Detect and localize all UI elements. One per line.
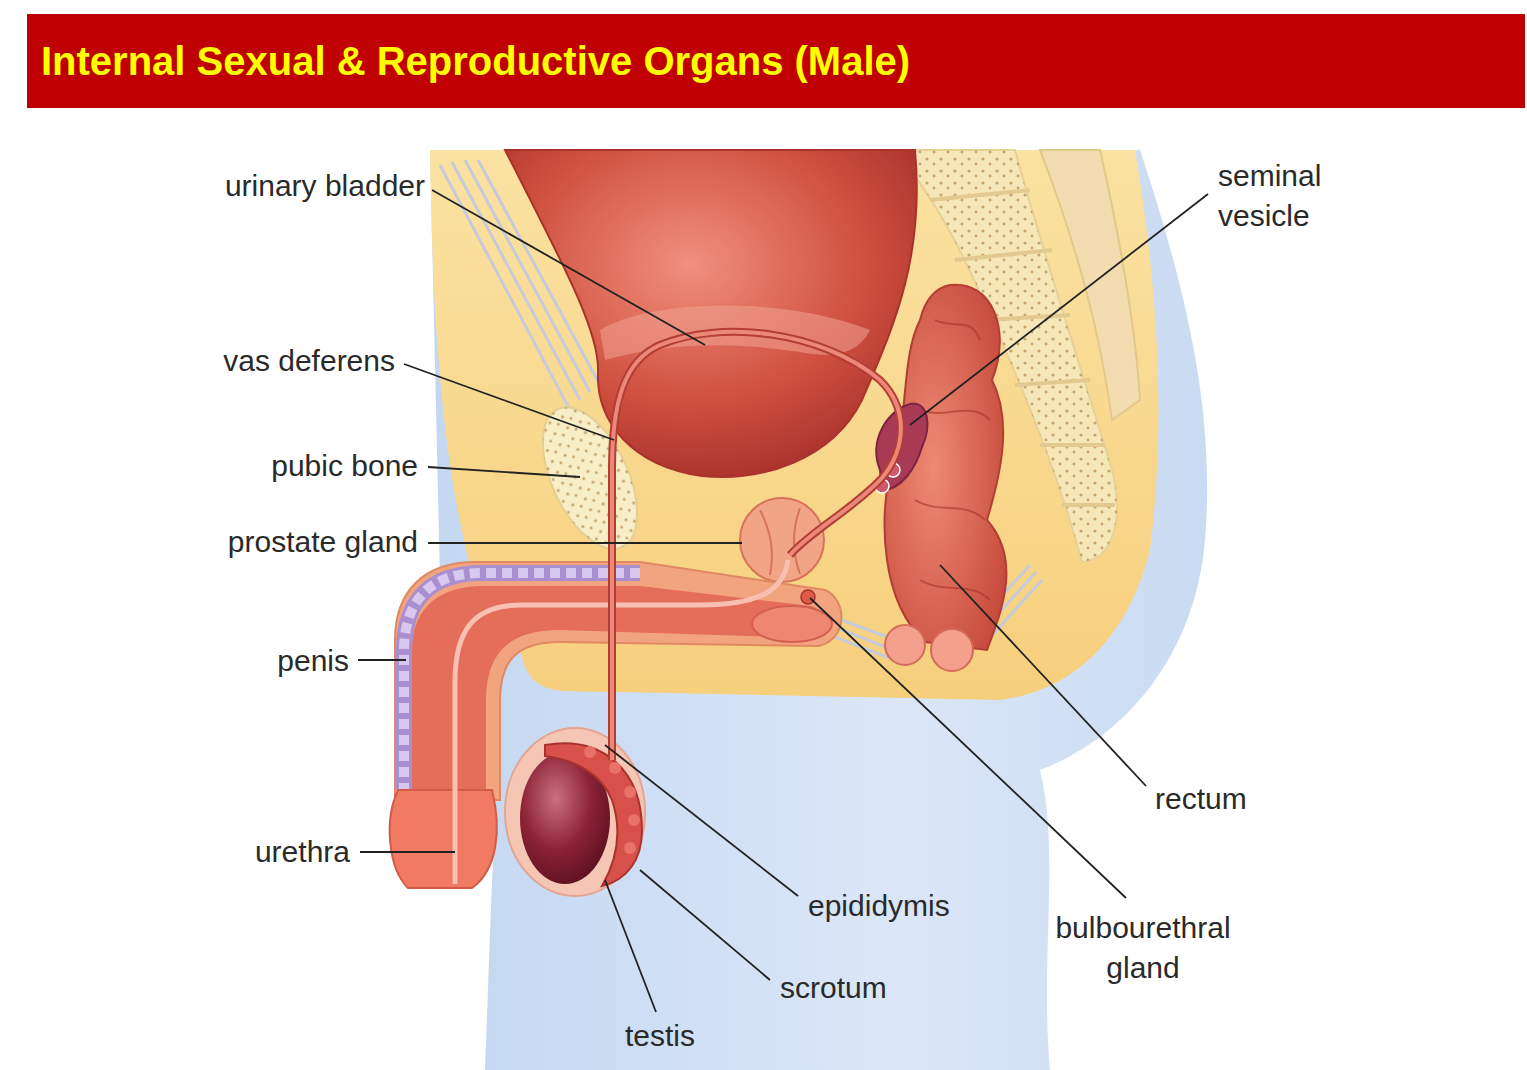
epididymis <box>545 743 642 886</box>
penis-skin <box>395 562 841 800</box>
leader-line <box>360 851 455 853</box>
anal-sphincter <box>931 629 973 671</box>
leader-line <box>640 870 770 980</box>
scrotum <box>505 728 645 896</box>
leader-line <box>810 598 1126 898</box>
anal-sphincter <box>885 625 925 665</box>
part-label: seminal vesicle <box>1218 156 1368 236</box>
leader-line <box>428 467 580 477</box>
part-label: testis <box>625 1016 695 1056</box>
part-label: epididymis <box>808 886 950 926</box>
leader-line <box>404 364 614 440</box>
epididymis-coil <box>624 786 636 798</box>
epididymis-coil <box>584 746 596 758</box>
epididymis-coil <box>628 814 640 826</box>
penis-bulb <box>752 606 832 642</box>
epididymis-coil <box>609 762 621 774</box>
leader-line <box>605 880 656 1012</box>
title-bar: Internal Sexual & Reproductive Organs (M… <box>27 14 1525 108</box>
prostate-lobes <box>760 508 800 575</box>
part-label: urethra <box>255 832 350 872</box>
glans <box>390 790 497 888</box>
part-label: rectum <box>1155 779 1247 819</box>
leader-line <box>940 565 1146 786</box>
epididymis-coil <box>624 842 636 854</box>
pubic-bone <box>523 393 656 563</box>
vas-deferens-core <box>612 332 901 760</box>
leader-line <box>910 194 1208 425</box>
rectum-folds <box>915 320 990 600</box>
leader-line <box>358 659 406 661</box>
leader-line <box>428 542 742 544</box>
part-label: scrotum <box>780 968 887 1008</box>
part-label: vas deferens <box>223 341 395 381</box>
part-label: penis <box>277 641 349 681</box>
part-label: pubic bone <box>271 446 418 486</box>
leader-line <box>432 190 705 345</box>
title: Internal Sexual & Reproductive Organs (M… <box>27 14 1525 108</box>
part-label: bulbourethral gland <box>1036 908 1250 988</box>
leader-line <box>605 745 798 896</box>
part-label: urinary bladder <box>225 166 425 206</box>
part-label: prostate gland <box>228 522 418 562</box>
vas-deferens <box>612 332 901 760</box>
pubic-bone-texture <box>523 393 656 563</box>
leader-lines <box>358 190 1208 1012</box>
